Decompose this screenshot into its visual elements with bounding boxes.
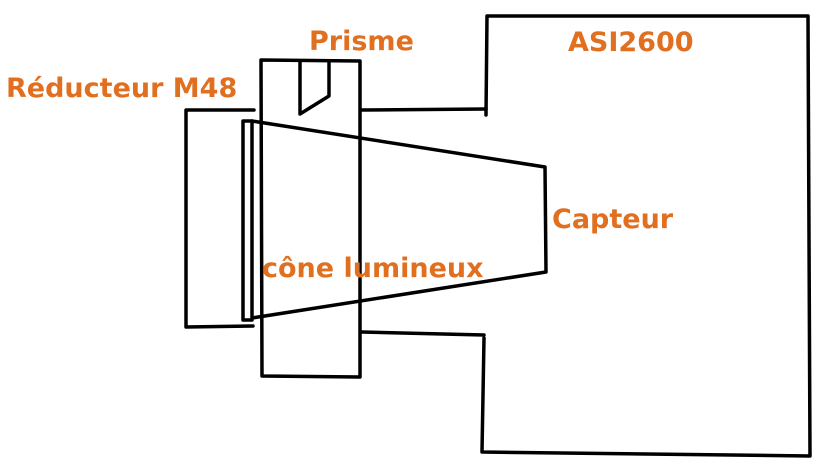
tube-bottom-edge xyxy=(360,330,486,337)
tube-top-edge xyxy=(360,107,488,112)
prism-wedge xyxy=(298,60,331,116)
reducer-label: Réducteur M48 xyxy=(6,73,237,104)
prism-block-outline xyxy=(259,58,362,379)
light-cone-label: cône lumineux xyxy=(262,253,484,284)
camera-label: ASI2600 xyxy=(568,27,694,58)
light-cone xyxy=(250,119,548,320)
reducer-outline xyxy=(184,108,256,329)
prism-label: Prisme xyxy=(309,26,414,57)
camera-body-outline xyxy=(480,14,812,458)
sensor-label: Capteur xyxy=(552,204,674,235)
